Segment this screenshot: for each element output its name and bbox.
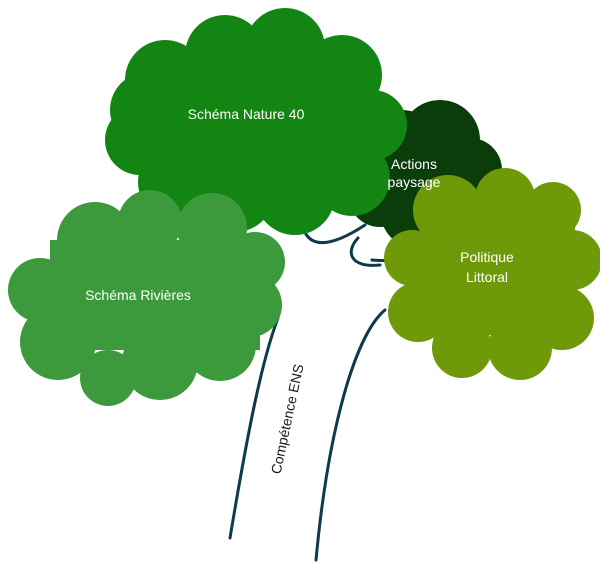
label-politique-littoral-line1: Politique xyxy=(460,249,514,265)
label-schema-rivieres: Schéma Rivières xyxy=(85,287,191,303)
label-competence-ens: Compétence ENS xyxy=(268,362,307,475)
cloud-littoral xyxy=(384,168,600,380)
label-actions-paysage-line1: Actions xyxy=(391,156,437,172)
trunk-right-line xyxy=(314,308,387,562)
label-actions-paysage-line2: paysage xyxy=(388,174,441,190)
label-politique-littoral-line2: Littoral xyxy=(466,269,508,285)
cloud-rivieres xyxy=(8,190,285,406)
label-schema-nature: Schéma Nature 40 xyxy=(188,106,305,122)
cloud-nature xyxy=(105,8,407,235)
branch-lower-curl xyxy=(349,236,382,267)
trunk-left-line xyxy=(228,316,280,540)
